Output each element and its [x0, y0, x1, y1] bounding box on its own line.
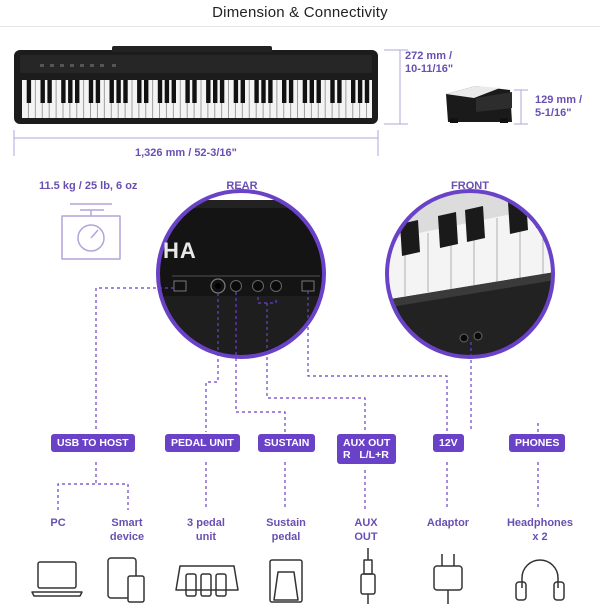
black-key — [47, 80, 52, 103]
black-key — [123, 80, 128, 103]
black-key — [61, 80, 66, 103]
device-pedal-line2: unit — [195, 531, 217, 543]
black-key — [171, 80, 176, 103]
device-label-aux-out: AUX OUT — [342, 516, 390, 544]
black-key — [88, 80, 94, 103]
badge-sustain: SUSTAIN — [258, 434, 316, 452]
black-key — [309, 80, 314, 103]
device-headphones-line2: x 2 — [532, 531, 548, 543]
device-sustain-line2: pedal — [271, 531, 301, 543]
device-pc-line1: PC — [50, 517, 66, 529]
device-smart-line1: Smart — [111, 517, 143, 529]
pedal-unit-icon — [175, 565, 239, 597]
black-key — [185, 80, 190, 103]
height-line2: 5-1/16" — [535, 107, 572, 119]
device-label-sustain-pedal: Sustain pedal — [258, 516, 314, 544]
black-key — [68, 80, 73, 103]
badge-pedal-unit: PEDAL UNIT — [165, 434, 240, 452]
badge-phones: PHONES — [509, 434, 566, 452]
sustain-pedal-icon — [269, 559, 303, 603]
black-key — [109, 80, 114, 103]
depth-line2: 10-11/16" — [405, 63, 454, 75]
black-key — [330, 80, 335, 103]
black-key — [288, 80, 294, 103]
black-key — [26, 80, 32, 103]
black-key — [206, 80, 211, 103]
device-pedal-line1: 3 pedal — [187, 517, 225, 529]
device-label-pedal-unit: 3 pedal unit — [178, 516, 234, 544]
black-key — [240, 80, 245, 103]
rear-panel-zoom — [158, 191, 324, 357]
badge-usb-to-host: USB TO HOST — [51, 434, 135, 452]
device-adaptor-line1: Adaptor — [426, 517, 470, 529]
front-label: FRONT — [451, 180, 489, 192]
black-key — [40, 80, 45, 103]
device-smart-line2: device — [109, 531, 145, 543]
brand-logo: HA — [163, 238, 197, 263]
weight-label: 11.5 kg / 25 lb, 6 oz — [39, 180, 138, 192]
piano-top-view — [14, 46, 378, 124]
black-key — [233, 80, 239, 103]
black-key — [268, 80, 273, 103]
page-title: Dimension & Connectivity — [212, 4, 388, 21]
black-key — [261, 80, 266, 103]
black-key — [137, 80, 142, 103]
title-divider — [0, 26, 600, 27]
width-dimension: 1,326 mm / 52-3/16" — [135, 147, 237, 159]
black-key — [302, 80, 308, 103]
black-keys — [26, 80, 370, 103]
black-key — [116, 80, 121, 103]
piano-side-view — [446, 86, 512, 123]
device-label-adaptor: Adaptor — [418, 516, 478, 530]
height-dimension: 129 mm / 5-1/16" — [535, 94, 582, 120]
black-key — [192, 80, 197, 103]
black-key — [316, 80, 321, 103]
black-key — [144, 80, 149, 103]
black-key — [357, 80, 363, 103]
device-aux-line2: OUT — [354, 531, 378, 543]
depth-line1: 272 mm / — [405, 50, 453, 62]
tablet-phone-icon — [107, 557, 145, 603]
rear-zoom-ring — [156, 189, 326, 359]
audio-jack-icon — [360, 548, 376, 604]
device-aux-line1: AUX — [354, 517, 378, 529]
device-label-smart: Smart device — [101, 516, 153, 544]
black-key — [254, 80, 259, 103]
black-key — [75, 80, 80, 103]
badge-aux-out: AUX OUT R L/L+R — [337, 434, 397, 464]
power-plug-icon — [433, 554, 463, 604]
height-line1: 129 mm / — [535, 94, 583, 106]
scale-icon — [61, 203, 121, 260]
black-key — [213, 80, 218, 103]
connector-lines — [57, 287, 539, 510]
black-key — [219, 80, 225, 103]
aux-out-title: AUX OUT — [343, 437, 391, 449]
front-panel-zoom — [387, 191, 553, 357]
device-label-pc: PC — [38, 516, 78, 530]
aux-out-channels: R L/L+R — [343, 449, 389, 461]
rear-label: REAR — [226, 180, 258, 192]
device-headphones-line1: Headphones — [506, 517, 573, 529]
black-key — [337, 80, 342, 103]
black-key — [282, 80, 287, 103]
badge-12v: 12V — [433, 434, 464, 452]
black-key — [164, 80, 170, 103]
device-label-headphones: Headphones x 2 — [500, 516, 580, 544]
black-key — [157, 80, 163, 103]
front-zoom-ring — [385, 189, 555, 359]
black-key — [364, 80, 370, 103]
width-dimension-line — [13, 49, 528, 156]
device-sustain-line1: Sustain — [266, 517, 306, 529]
black-key — [95, 80, 101, 103]
headphones-icon — [515, 559, 565, 601]
black-key — [351, 80, 356, 103]
depth-dimension: 272 mm / 10-11/16" — [405, 50, 453, 76]
laptop-icon — [31, 561, 83, 597]
